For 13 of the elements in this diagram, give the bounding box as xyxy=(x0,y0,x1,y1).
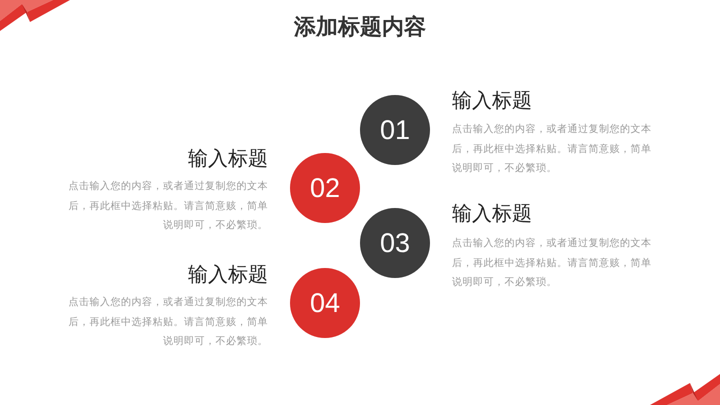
heading-text: 输入标题 xyxy=(452,87,532,114)
body-text: 点击输入您的内容，或者通过复制您的文本后，再此框中选择粘贴。请言简意赅，简单说明即可，不必繁琐。 xyxy=(452,122,652,176)
step-number: 02 xyxy=(310,173,340,203)
heading-text: 输入标题 xyxy=(452,200,532,227)
body-text: 点击输入您的内容，或者通过复制您的文本后，再此框中选择粘贴。请言简意赅，简单说明即可，不必繁琐。 xyxy=(452,236,652,290)
heading-text: 输入标题 xyxy=(188,261,268,288)
body-text: 点击输入您的内容，或者通过复制您的文本后，再此框中选择粘贴。请言简意赅，简单说明即可，不必繁琐。 xyxy=(68,180,268,233)
step-number: 04 xyxy=(310,288,340,318)
heading-text: 输入标题 xyxy=(188,145,268,172)
body-text: 点击输入您的内容，或者通过复制您的文本后，再此框中选择粘贴。请言简意赅，简单说明即可，不必繁琐。 xyxy=(68,296,268,349)
title-text: 添加标题内容 xyxy=(294,14,426,42)
step-number: 01 xyxy=(380,115,410,145)
step-number: 03 xyxy=(380,228,410,258)
